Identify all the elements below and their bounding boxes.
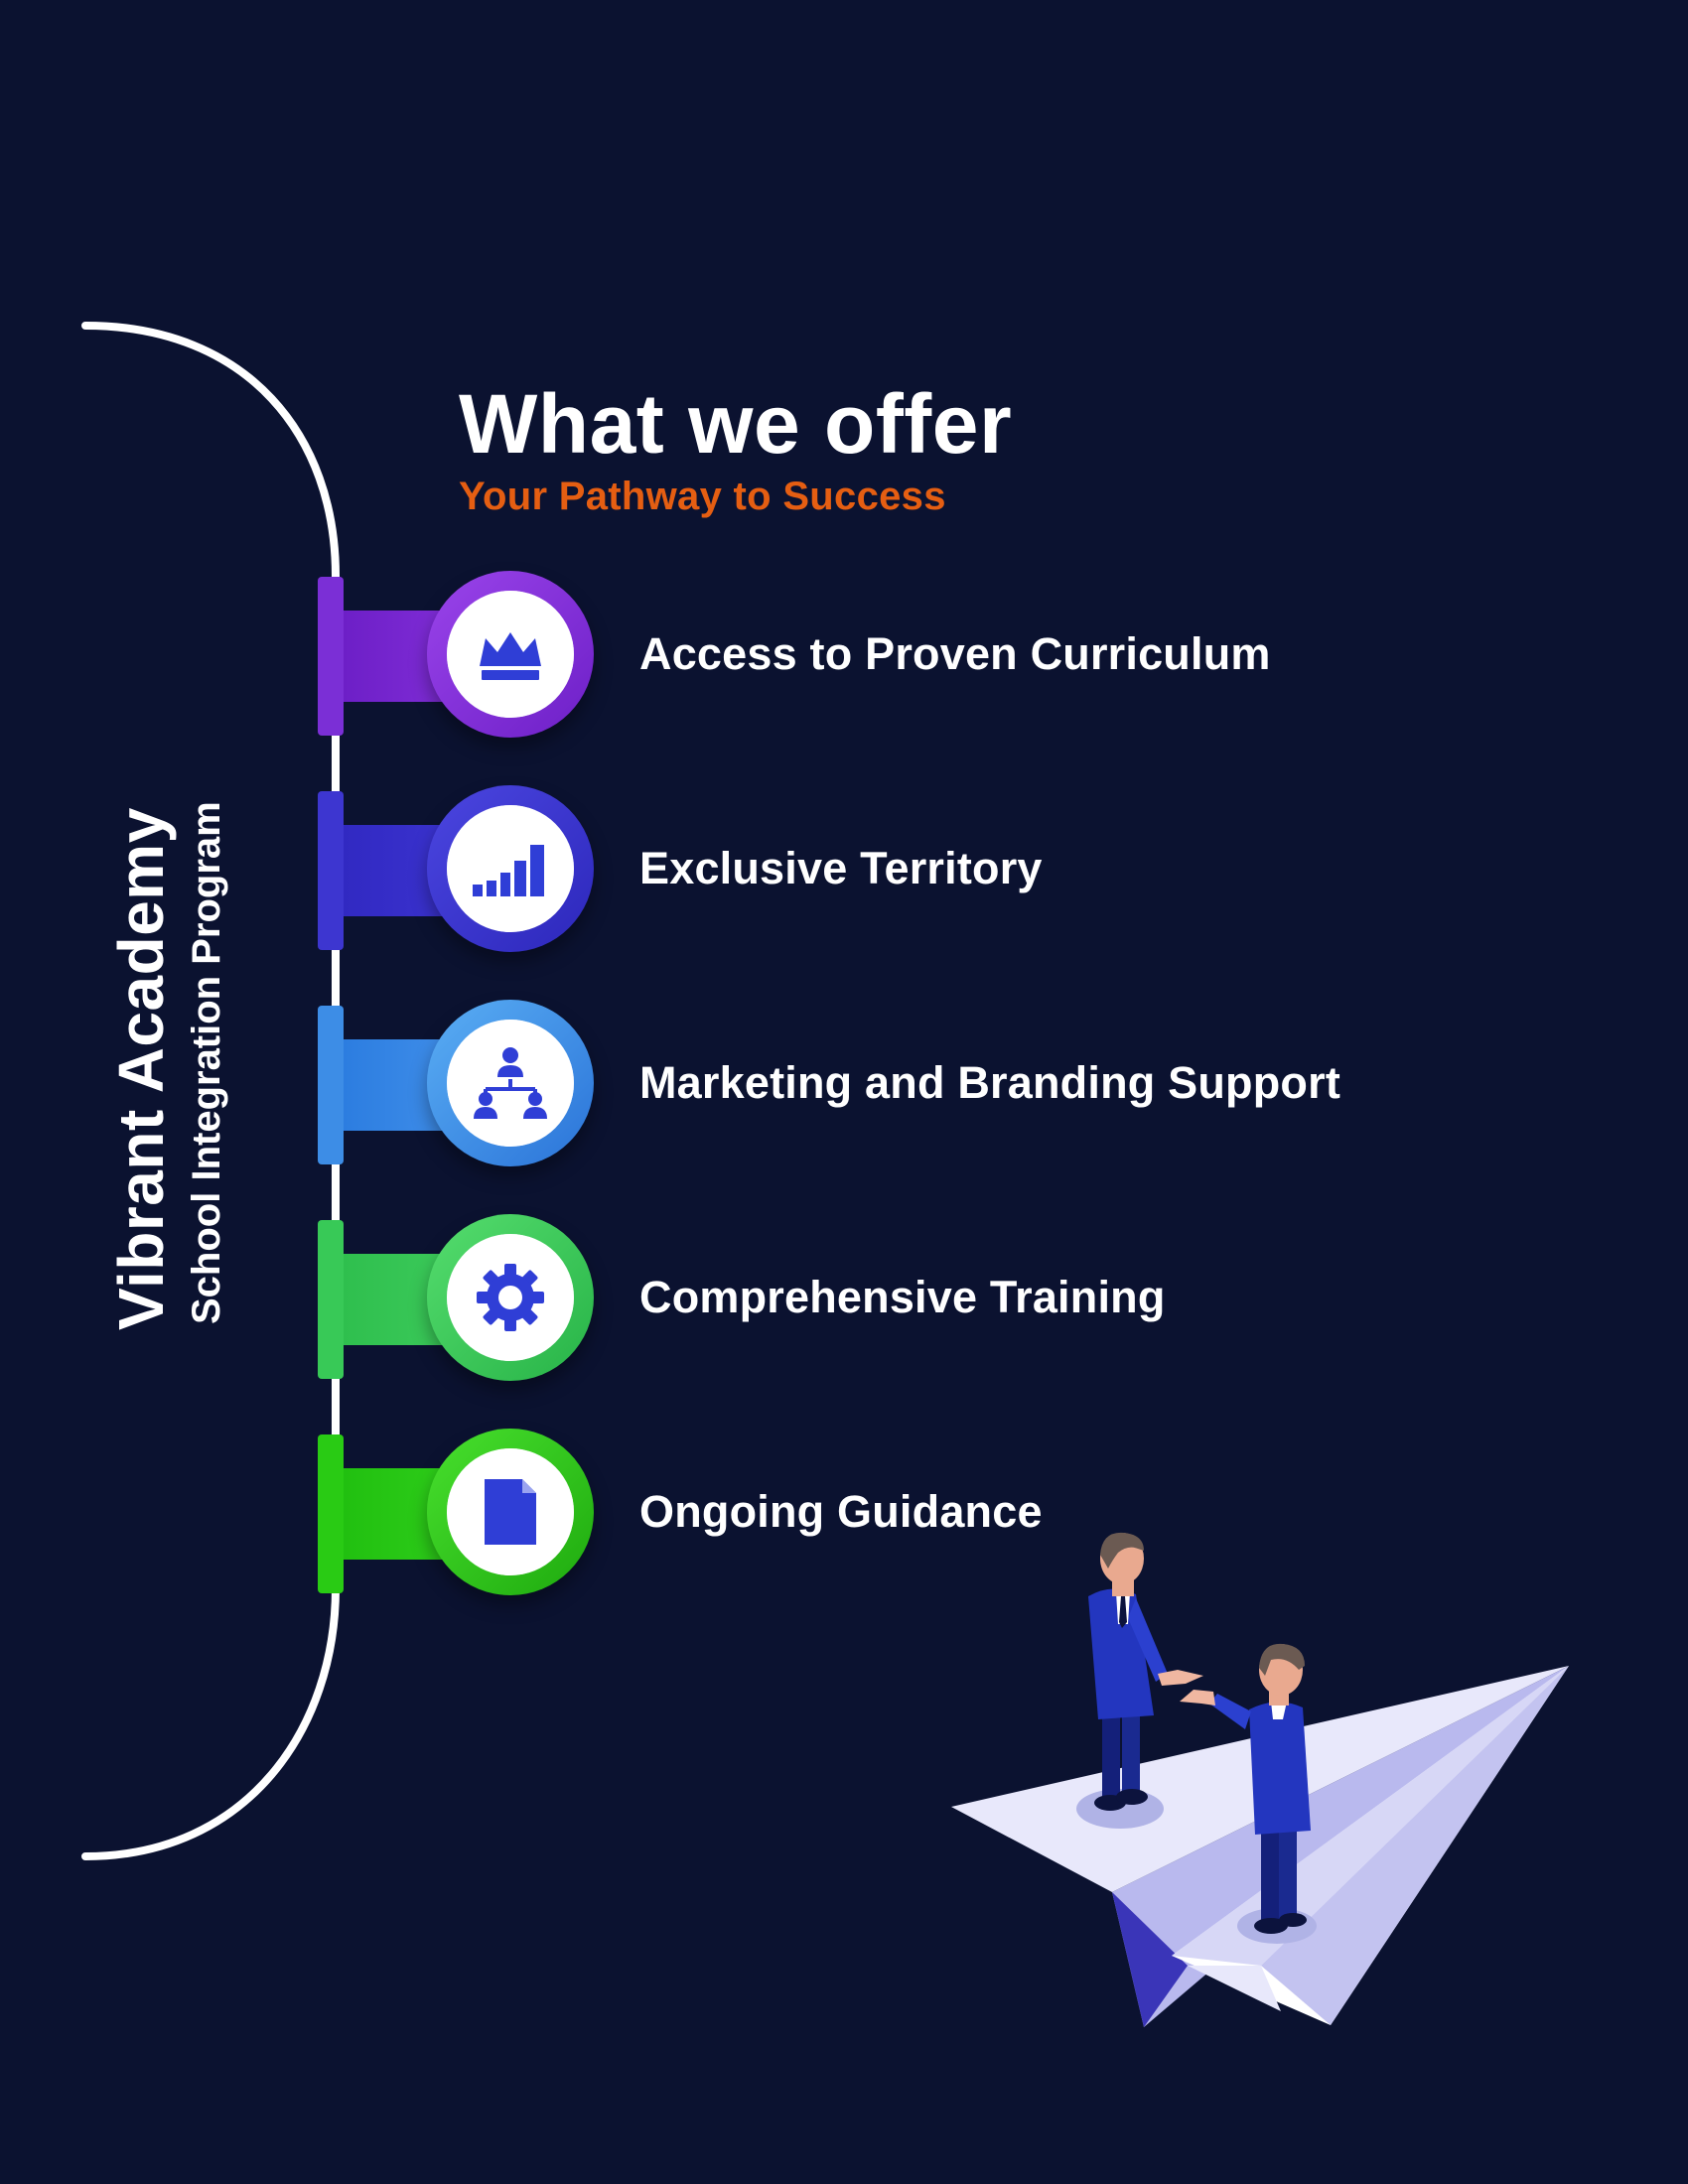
offering-label: Comprehensive Training (639, 1272, 1166, 1322)
timeline-bar (318, 1220, 344, 1379)
brand-block: Vibrant Academy School Integration Progr… (105, 801, 228, 1330)
org-chart-icon (470, 1045, 551, 1121)
bar-chart-icon (473, 841, 548, 896)
offering-item: Exclusive Territory (318, 785, 1291, 956)
brand-title: Vibrant Academy (105, 807, 177, 1330)
timeline-bar (318, 1006, 344, 1164)
icon-badge (427, 785, 594, 952)
brand-subtitle: School Integration Program (185, 801, 228, 1324)
gear-icon (477, 1264, 544, 1331)
businessman-right (1180, 1643, 1311, 1934)
icon-badge (427, 1214, 594, 1381)
offering-label: Marketing and Branding Support (639, 1057, 1341, 1108)
offering-label: Exclusive Territory (639, 843, 1043, 893)
page-title: What we offer (459, 377, 1013, 471)
document-icon (483, 1477, 538, 1547)
offering-item: Comprehensive Training (318, 1214, 1291, 1385)
handshake-illustration (951, 1532, 1569, 2027)
icon-badge (427, 1429, 594, 1595)
crown-icon (478, 626, 543, 682)
timeline-bar (318, 577, 344, 736)
tagline: Your Pathway to Success (459, 475, 946, 518)
businessman-left (1088, 1532, 1203, 1811)
offerings-timeline: Access to Proven Curriculum (318, 571, 1340, 1595)
timeline-bar (318, 1434, 344, 1593)
offering-label: Access to Proven Curriculum (639, 628, 1271, 679)
offering-item: Ongoing Guidance (318, 1429, 1291, 1599)
offering-item: Marketing and Branding Support (318, 1000, 1340, 1170)
offering-item: Access to Proven Curriculum (318, 571, 1291, 742)
icon-badge (427, 571, 594, 738)
icon-badge (427, 1000, 594, 1166)
header: What we offer Your Pathway to Success (459, 382, 1012, 517)
offering-label: Ongoing Guidance (639, 1486, 1043, 1537)
timeline-bar (318, 791, 344, 950)
